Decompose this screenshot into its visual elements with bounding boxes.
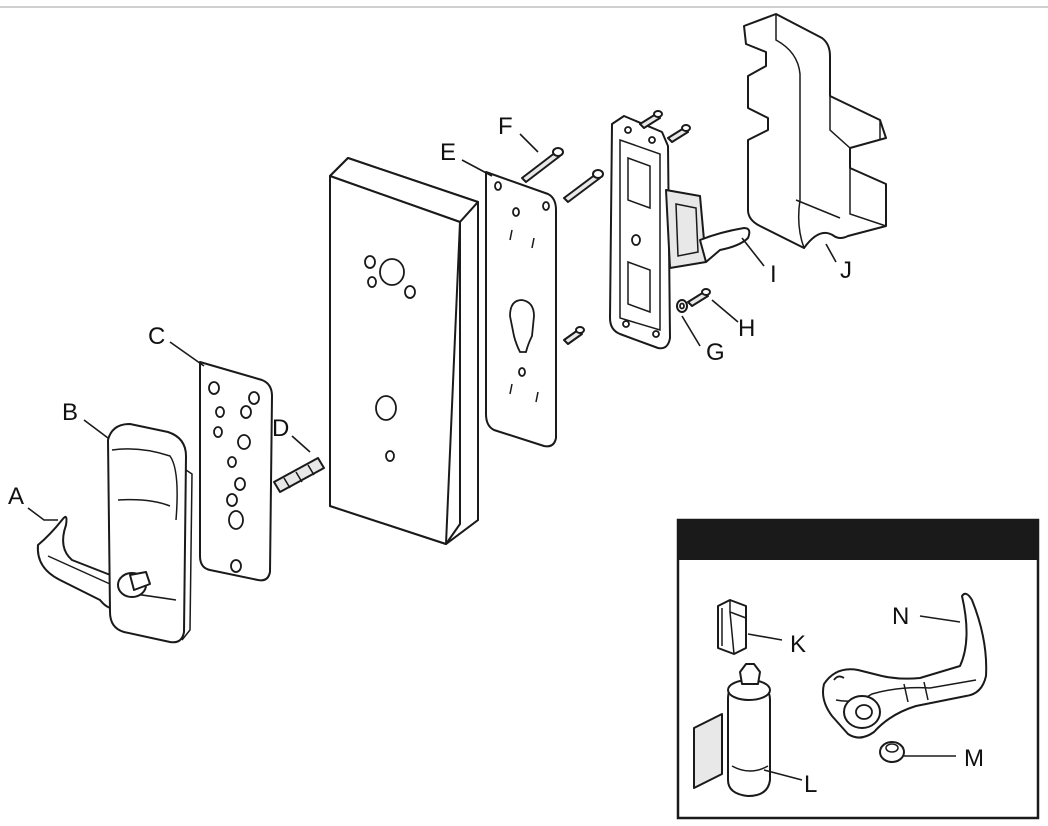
label-k: K <box>790 631 806 658</box>
label-e: E <box>440 139 456 166</box>
part-k-spacer <box>717 599 747 655</box>
label-a: A <box>8 483 24 510</box>
leader-j <box>825 243 837 263</box>
inset-header-bar <box>678 520 1038 560</box>
leader-i <box>741 237 765 267</box>
part-n-lever <box>822 592 988 739</box>
part-f-screws <box>521 147 604 345</box>
part-l-cylinder <box>693 663 771 797</box>
part-j-inside-cover <box>743 13 887 249</box>
callout-labels: A B C D E F G H I J <box>8 113 852 510</box>
leader-n <box>919 615 961 623</box>
leader-f <box>519 133 539 153</box>
leader-lines <box>27 133 837 521</box>
part-h-screw <box>687 288 711 307</box>
label-h: H <box>738 315 755 342</box>
leader-e <box>461 159 493 177</box>
leader-b <box>83 419 109 439</box>
label-n: N <box>892 603 909 630</box>
leader-a <box>27 507 58 521</box>
label-f: F <box>498 113 513 140</box>
label-j: J <box>840 257 852 284</box>
leader-c <box>169 341 205 367</box>
part-e-inside-plate <box>485 171 557 448</box>
part-g-washer <box>676 299 688 313</box>
door-section <box>329 157 479 545</box>
label-g: G <box>706 339 725 366</box>
part-d-spindle <box>273 457 325 493</box>
part-b-escutcheon <box>107 423 193 644</box>
label-i: I <box>770 261 777 288</box>
leader-l <box>763 769 803 781</box>
leader-k <box>747 633 783 641</box>
part-i-inside-chassis <box>609 115 751 350</box>
leader-g <box>681 315 701 347</box>
chassis-screws <box>639 110 691 143</box>
part-c-mounting-plate <box>199 361 273 582</box>
label-c: C <box>148 323 165 350</box>
leader-d <box>291 435 311 453</box>
label-m: M <box>964 745 984 772</box>
part-m-cap <box>879 741 905 763</box>
leader-h <box>711 299 739 323</box>
inset-panel: K L M N <box>676 518 1040 820</box>
label-d: D <box>272 415 289 442</box>
label-b: B <box>62 399 78 426</box>
label-l: L <box>804 771 817 798</box>
